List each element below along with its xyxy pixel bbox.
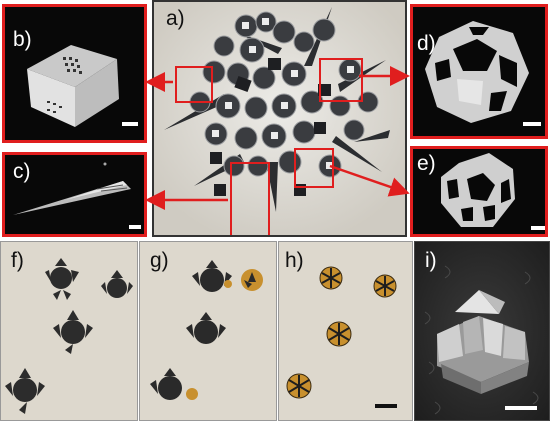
- needle-object: [164, 94, 228, 130]
- panel-c-sem-needle: [13, 162, 131, 215]
- panel-d-label: d): [417, 32, 436, 55]
- panel-e-sem-polyhedron: [441, 153, 515, 227]
- panel-g-photo: [150, 260, 263, 400]
- panel-h-photo: [286, 266, 397, 399]
- highlight-box-e: [294, 148, 334, 188]
- highlight-box-c: [230, 162, 270, 235]
- panel-b-label: b): [13, 28, 32, 51]
- panel-c-label: c): [13, 160, 31, 183]
- panel-a-photo: [154, 2, 405, 235]
- scale-bar: [505, 406, 537, 410]
- panel-h: h): [278, 241, 413, 421]
- panel-f-photo: [5, 258, 133, 414]
- scale-bar: [523, 122, 541, 126]
- panel-d-sem-polyhedron: [425, 21, 529, 123]
- panel-h-label: h): [285, 249, 304, 272]
- panel-i: i): [414, 241, 550, 421]
- panel-a-label: a): [166, 7, 185, 30]
- panel-e: e): [410, 146, 548, 237]
- panel-f: f): [0, 241, 138, 421]
- panel-b: b): [2, 4, 147, 143]
- panel-d: d): [410, 4, 548, 139]
- panel-c: c): [2, 152, 147, 237]
- highlight-box-d: [319, 58, 363, 102]
- panel-f-label: f): [11, 249, 24, 272]
- scale-bar: [375, 404, 397, 408]
- scale-bar: [129, 225, 141, 229]
- scale-bar: [531, 226, 545, 230]
- panel-a: a): [152, 0, 407, 237]
- panel-g: g): [139, 241, 277, 421]
- panel-e-label: e): [417, 152, 436, 175]
- highlight-box-b: [175, 66, 213, 103]
- panel-i-sem-gripper: [415, 242, 549, 420]
- scale-bar: [122, 122, 138, 126]
- panel-g-label: g): [150, 249, 169, 272]
- panel-i-label: i): [425, 249, 437, 272]
- panel-b-sem-cube: [27, 45, 119, 127]
